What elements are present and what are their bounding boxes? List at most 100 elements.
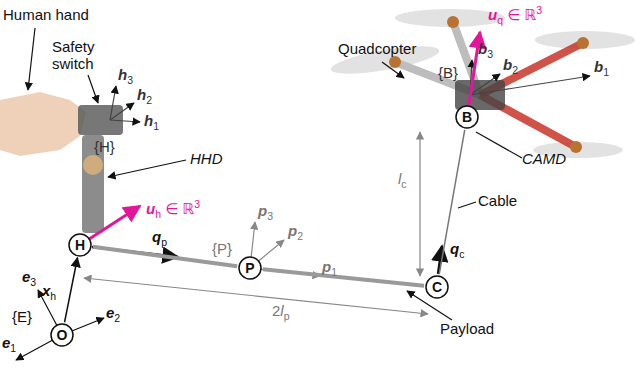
annotation-label: {P} xyxy=(212,240,232,257)
motor xyxy=(577,37,589,49)
text-part: b xyxy=(478,40,487,57)
text-part: h xyxy=(144,112,153,129)
text-part: u xyxy=(146,200,155,217)
axis xyxy=(110,86,116,120)
text-part: 1 xyxy=(331,266,337,278)
point-letter: C xyxy=(432,280,442,294)
leader-line xyxy=(382,62,404,78)
annotation-label: h3 xyxy=(118,66,133,86)
text-part: 2 xyxy=(272,302,280,319)
axis xyxy=(110,103,134,120)
circle-outline xyxy=(239,257,261,279)
annotation-label: {B} xyxy=(438,64,458,81)
annotation-label: h2 xyxy=(137,86,152,106)
annotation-label: b1 xyxy=(594,58,609,78)
circle-outline xyxy=(456,106,478,128)
text-part: q xyxy=(450,240,459,257)
text-part: 3 xyxy=(267,210,273,222)
connector xyxy=(439,130,464,274)
annotation-label: lc xyxy=(398,170,407,190)
text-part: c xyxy=(401,178,406,190)
annotation-label: p2 xyxy=(288,222,303,242)
annotation-label: p3 xyxy=(258,202,273,222)
leader-line xyxy=(88,75,98,103)
text-part: p xyxy=(284,310,290,322)
text-part: 3 xyxy=(30,276,36,288)
text-part: h xyxy=(118,66,127,83)
annotation-label: Payload xyxy=(440,320,494,337)
text-part: 3 xyxy=(536,4,542,16)
leader-line xyxy=(108,160,186,177)
text-part: p xyxy=(258,202,267,219)
circle-outline xyxy=(51,324,73,346)
point-circle: H xyxy=(68,233,92,257)
dimension-line xyxy=(419,132,420,276)
annotation-label: e3 xyxy=(22,268,36,288)
text-part: 1 xyxy=(603,66,609,78)
axis xyxy=(110,120,140,122)
propeller xyxy=(535,31,635,49)
annotation-label: b3 xyxy=(478,40,493,60)
text-part: 3 xyxy=(487,48,493,60)
annotation-label: xh xyxy=(42,282,56,302)
annotation-label: e1 xyxy=(2,334,16,354)
annotation-label: h1 xyxy=(144,112,159,132)
annotation-label: Quadcopter xyxy=(338,40,416,57)
annotation-label: {H} xyxy=(94,138,115,155)
text-part: l xyxy=(280,302,283,319)
leader-line xyxy=(28,28,35,90)
annotation-label: uh ∈ ℝ3 xyxy=(146,198,200,220)
point-circle: O xyxy=(50,323,74,347)
annotation-label: qp xyxy=(152,228,167,248)
text-part: e xyxy=(106,304,114,321)
text-part: 2 xyxy=(512,64,518,76)
leader-line xyxy=(476,132,522,158)
annotation-label: HHD xyxy=(190,150,223,167)
text-part: h xyxy=(137,86,146,103)
annotation-label: qc xyxy=(450,240,464,260)
point-letter: P xyxy=(245,261,254,275)
center-plate xyxy=(455,80,505,110)
annotation-label: Human hand xyxy=(3,6,89,23)
text-part: b xyxy=(594,58,603,75)
point-letter: O xyxy=(57,328,68,342)
point-circle: P xyxy=(238,256,262,280)
text-part: 1 xyxy=(10,342,16,354)
point-letter: B xyxy=(462,110,472,124)
text-part: u xyxy=(488,6,497,23)
annotation-label: e2 xyxy=(106,304,120,324)
text-part: l xyxy=(398,170,401,187)
dimension-line xyxy=(84,278,428,314)
connector xyxy=(263,269,424,285)
circle-outline xyxy=(69,234,91,256)
leader-line xyxy=(458,202,476,208)
annotation-label: b2 xyxy=(503,56,518,76)
text-part: e xyxy=(2,334,10,351)
motor xyxy=(570,141,582,153)
point-circle: C xyxy=(425,275,449,299)
text-part: ∈ ℝ xyxy=(503,6,536,23)
point-letter: H xyxy=(75,238,85,252)
motor xyxy=(447,16,459,28)
annotation-label: p1 xyxy=(322,258,337,278)
annotation-label: CAMD xyxy=(522,150,566,167)
annotation-label: {E} xyxy=(12,308,32,325)
text-part: ∈ ℝ xyxy=(161,200,194,217)
text-part: h xyxy=(50,290,56,302)
text-part: x xyxy=(42,282,50,299)
text-part: q xyxy=(152,228,161,245)
annotation-label: Cable xyxy=(478,192,517,209)
text-part: p xyxy=(161,236,167,248)
circle-outline xyxy=(426,276,448,298)
motor xyxy=(389,56,401,68)
annotation-label: 2lp xyxy=(272,302,290,322)
text-part: 2 xyxy=(297,230,303,242)
text-part: 1 xyxy=(153,120,159,132)
text-part: q xyxy=(497,14,503,26)
connector xyxy=(65,258,78,323)
hand xyxy=(0,92,86,156)
axis xyxy=(470,76,590,95)
text-part: h xyxy=(155,208,161,220)
